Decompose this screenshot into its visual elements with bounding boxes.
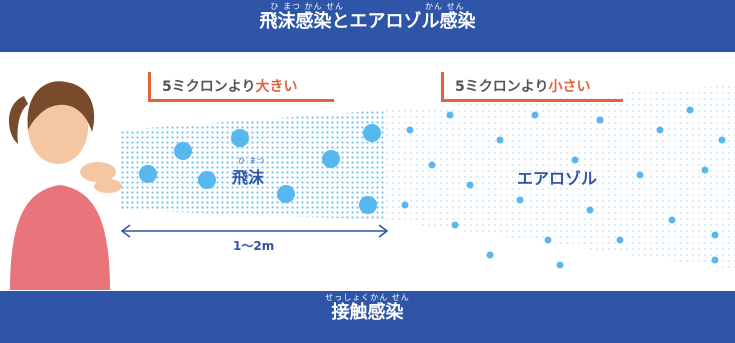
- aerosol-spray-area: [385, 85, 735, 270]
- large-droplets: [139, 124, 381, 214]
- callout-small-prefix: 5ミクロンより: [455, 79, 549, 95]
- droplet-label-ruby: ひ まつ: [238, 157, 266, 165]
- aerosol-label: エアロゾル: [517, 169, 598, 188]
- bottom-banner-ruby: せっしょくかん せん: [325, 293, 410, 302]
- distance-label: 1〜2m: [233, 239, 275, 253]
- coughing-person: [8, 81, 122, 290]
- callout-small: 5ミクロンより小さい: [441, 72, 623, 102]
- droplet-spray-area: [120, 110, 385, 220]
- callout-small-accent: 小さい: [548, 79, 591, 95]
- aerosol-particles: [401, 106, 726, 269]
- droplet-label: 飛沫: [232, 168, 265, 187]
- top-banner-title: 飛沫感染とエアロゾル感染: [259, 11, 476, 32]
- callout-large: 5ミクロンより大きい: [148, 72, 334, 102]
- distance-arrow: [120, 224, 389, 238]
- top-banner-ruby: ひ まつ かん せん かん せん: [270, 2, 465, 11]
- top-banner: ひ まつ かん せん かん せん 飛沫感染とエアロゾル感染: [0, 0, 735, 52]
- bottom-banner-title: 接触感染: [331, 302, 404, 323]
- bottom-banner: せっしょくかん せん 接触感染: [0, 291, 735, 343]
- callout-large-prefix: 5ミクロンより: [162, 79, 256, 95]
- callout-large-accent: 大きい: [255, 79, 298, 95]
